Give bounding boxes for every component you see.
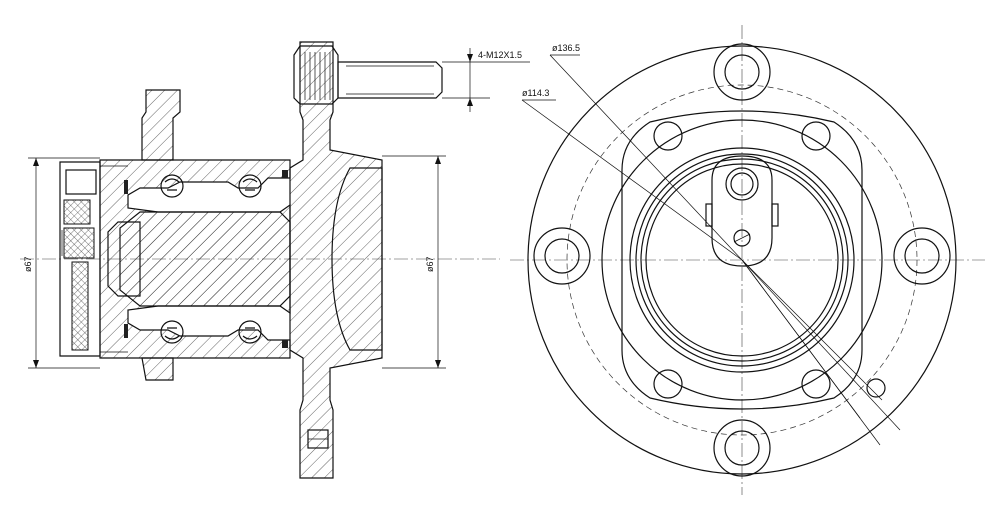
seal-ring-bottom (71, 261, 89, 351)
spindle-recess (107, 221, 141, 297)
seal-ring-mid (63, 227, 95, 259)
knuckle-flange-bottom (141, 357, 174, 381)
knuckle-hole-top-left (653, 121, 683, 151)
bolt-circle-label: ø136.5 (552, 43, 580, 53)
bearing-ring-2 (635, 153, 849, 367)
bearing-ring-inner (645, 163, 839, 357)
seal-lip-bottom (124, 324, 128, 338)
knuckle-hole-small (866, 378, 886, 398)
stud-hole-bottom (713, 419, 771, 477)
wheel-stud-lower (307, 429, 329, 449)
dimension-leaders (521, 54, 901, 446)
bearing-ring-outer (629, 147, 855, 373)
knuckle-plate (621, 110, 863, 410)
knuckle-hole-top-right (801, 121, 831, 151)
sensor-ring (65, 169, 97, 195)
seal-ring-top (63, 199, 91, 225)
section-view: 4-M12X1.5 ø67 ø67 (20, 41, 530, 479)
thread-label: 4-M12X1.5 (478, 50, 522, 60)
thread-dimension: 4-M12X1.5 (442, 48, 530, 112)
bearing-ring-3 (640, 158, 844, 362)
seal-lip-top (124, 180, 128, 194)
stud-hole-left (533, 227, 591, 285)
inner-spindle (119, 211, 291, 307)
bolt-circle (566, 84, 918, 436)
sensor-boss (705, 155, 779, 267)
pilot-diameter-label: ø114.3 (522, 88, 549, 98)
flange-diameter-dimension: ø67 (23, 157, 100, 369)
stud-hole-top (713, 43, 771, 101)
knuckle-flange-top (141, 89, 181, 161)
stud-hole-right (893, 227, 951, 285)
hub-bore (331, 167, 383, 351)
ball-row-top (160, 174, 262, 198)
outer-flange (527, 45, 957, 475)
bore-diameter-label: ø67 (425, 256, 435, 272)
knuckle-hole-bottom-right (801, 369, 831, 399)
front-view: ø136.5 ø114.3 (510, 25, 985, 495)
ball-row-bottom (160, 320, 262, 344)
hub-face (601, 119, 883, 401)
flange-diameter-label: ø67 (23, 256, 33, 272)
wheel-stud (293, 45, 443, 105)
seal-cap (59, 161, 101, 357)
knuckle-hole-bottom-left (653, 369, 683, 399)
hub-body (289, 41, 383, 479)
bore-diameter-dimension: ø67 (382, 155, 446, 369)
